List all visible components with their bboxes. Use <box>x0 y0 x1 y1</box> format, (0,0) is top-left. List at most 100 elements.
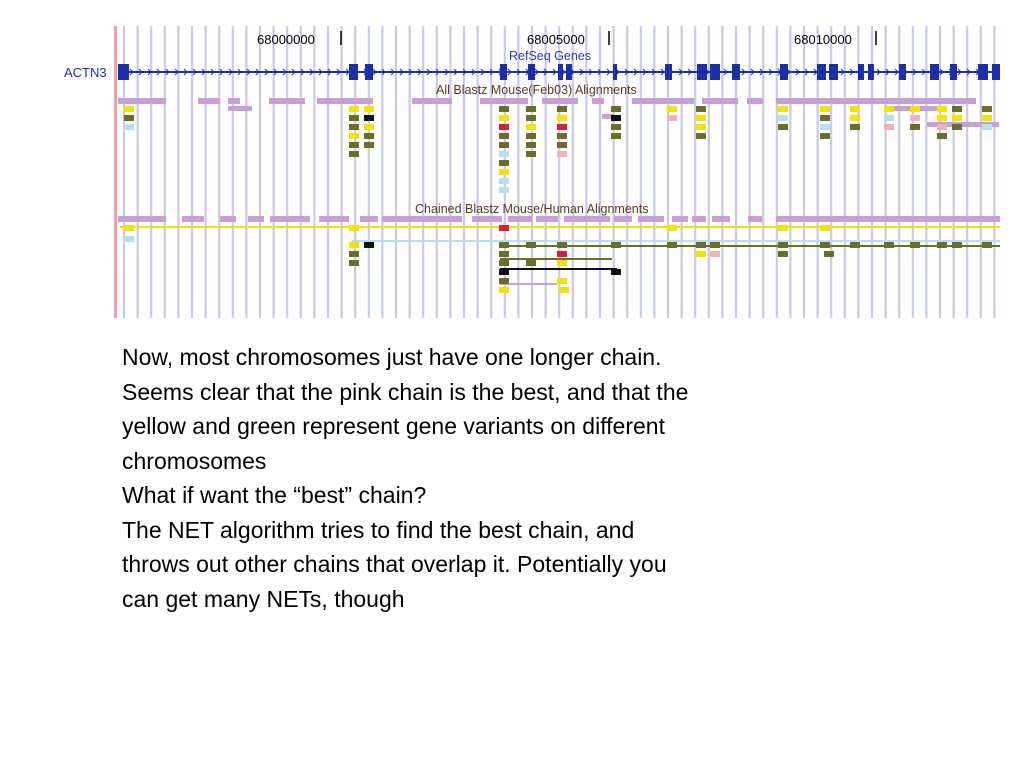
exon-block <box>665 64 672 80</box>
strand-arrow-icon <box>741 68 746 76</box>
track-title-refseq-genes: RefSeq Genes <box>509 49 591 63</box>
strand-arrow-icon <box>642 68 647 76</box>
chain-block <box>118 216 166 222</box>
strand-arrow-icon <box>291 68 296 76</box>
blastz-alignment-tile <box>499 106 509 112</box>
blastz-alignment-tile <box>850 124 860 130</box>
chain-tile <box>937 242 947 248</box>
chain-tile <box>778 251 788 257</box>
chain-tile <box>910 242 920 248</box>
strand-arrow-icon <box>435 68 440 76</box>
chain-tile <box>499 242 509 248</box>
blastz-alignment-tile <box>499 115 509 121</box>
blastz-alignment-tile <box>820 106 830 112</box>
strand-arrow-icon <box>282 68 287 76</box>
strand-arrow-icon <box>678 68 683 76</box>
coordinate-label-68010000: 68010000 <box>794 32 852 47</box>
genome-browser-graphic <box>114 26 1000 318</box>
blastz-alignment-tile <box>952 106 962 112</box>
blastz-mouse-alignment <box>542 98 578 104</box>
strand-arrow-icon <box>849 68 854 76</box>
strand-arrow-icon <box>129 68 134 76</box>
blastz-alignment-tile <box>667 106 677 112</box>
chain-block <box>692 216 706 222</box>
exon-block <box>613 64 617 80</box>
chain-block <box>564 216 610 222</box>
blastz-mouse-alignment <box>592 98 604 104</box>
blastz-alignment-tile <box>820 115 830 121</box>
blastz-alignment-tile <box>667 115 677 121</box>
strand-arrow-icon <box>876 68 881 76</box>
blastz-alignment-tile <box>349 106 359 112</box>
chain-tile <box>952 242 962 248</box>
chain-tile <box>696 251 706 257</box>
text-line: chromosomes <box>122 447 267 474</box>
text-line: yellow and green represent gene variants… <box>122 413 665 439</box>
blastz-alignment-tile <box>499 133 509 139</box>
strand-arrow-icon <box>588 68 593 76</box>
chain-tile <box>611 242 621 248</box>
chain-tile <box>364 242 374 248</box>
blastz-alignment-tile <box>884 106 894 112</box>
chain-tile <box>611 269 621 275</box>
strand-arrow-icon <box>912 68 917 76</box>
blastz-mouse-alignment <box>702 98 738 104</box>
chain-block <box>382 216 462 222</box>
chain-block <box>638 216 664 222</box>
strand-arrow-icon <box>327 68 332 76</box>
strand-arrow-icon <box>174 68 179 76</box>
chain-tile <box>499 278 509 284</box>
chain-block <box>508 216 532 222</box>
chain-tile <box>124 225 134 231</box>
blastz-alignment-tile <box>937 106 947 112</box>
blastz-mouse-alignment <box>198 98 220 104</box>
blastz-alignment-tile <box>910 115 920 121</box>
blastz-alignment-tile <box>526 124 536 130</box>
chain-tile <box>557 242 567 248</box>
exon-block <box>992 64 1000 80</box>
blastz-mouse-alignment <box>480 98 528 104</box>
blastz-alignment-tile <box>982 124 992 130</box>
blastz-alignment-tile <box>611 106 621 112</box>
blastz-alignment-tile <box>349 151 359 157</box>
blastz-alignment-tile <box>557 124 567 130</box>
blastz-alignment-tile <box>820 133 830 139</box>
chain-block <box>220 216 236 222</box>
blastz-mouse-alignment <box>317 98 373 104</box>
strand-arrow-icon <box>471 68 476 76</box>
strand-arrow-icon <box>489 68 494 76</box>
strand-arrow-icon <box>894 68 899 76</box>
blastz-mouse-alignment <box>632 98 694 104</box>
chain-tile <box>710 251 720 257</box>
exon-block <box>930 64 939 80</box>
chain-tile <box>349 225 359 231</box>
chain-block <box>748 216 762 222</box>
coordinate-label-68005000: 68005000 <box>527 32 585 47</box>
strand-arrow-icon <box>606 68 611 76</box>
strand-arrow-icon <box>921 68 926 76</box>
track-title-chained-alignments: Chained Blastz Mouse/Human Alignments <box>415 202 649 216</box>
blastz-alignment-tile <box>884 124 894 130</box>
blastz-alignment-tile <box>850 115 860 121</box>
strand-arrow-icon <box>957 68 962 76</box>
blastz-alignment-tile <box>952 124 962 130</box>
strand-arrow-icon <box>165 68 170 76</box>
chain-tile <box>667 225 677 231</box>
chain-tile <box>557 278 567 284</box>
strand-arrow-icon <box>336 68 341 76</box>
chain-tile <box>982 242 992 248</box>
chain-tile <box>820 225 830 231</box>
slide-text: Now, most chromosomes just have one long… <box>122 340 842 616</box>
blastz-alignment-tile <box>526 151 536 157</box>
strand-arrow-icon <box>228 68 233 76</box>
blastz-alignment-tile <box>611 133 621 139</box>
blastz-alignment-tile <box>910 124 920 130</box>
blastz-alignment-tile <box>499 124 509 130</box>
strand-arrow-icon <box>633 68 638 76</box>
blastz-alignment-tile <box>937 124 947 130</box>
strand-arrow-icon <box>597 68 602 76</box>
strand-arrow-icon <box>750 68 755 76</box>
blastz-alignment-tile <box>349 142 359 148</box>
exon-block <box>710 64 720 80</box>
coordinate-label-68000000: 68000000 <box>257 32 315 47</box>
